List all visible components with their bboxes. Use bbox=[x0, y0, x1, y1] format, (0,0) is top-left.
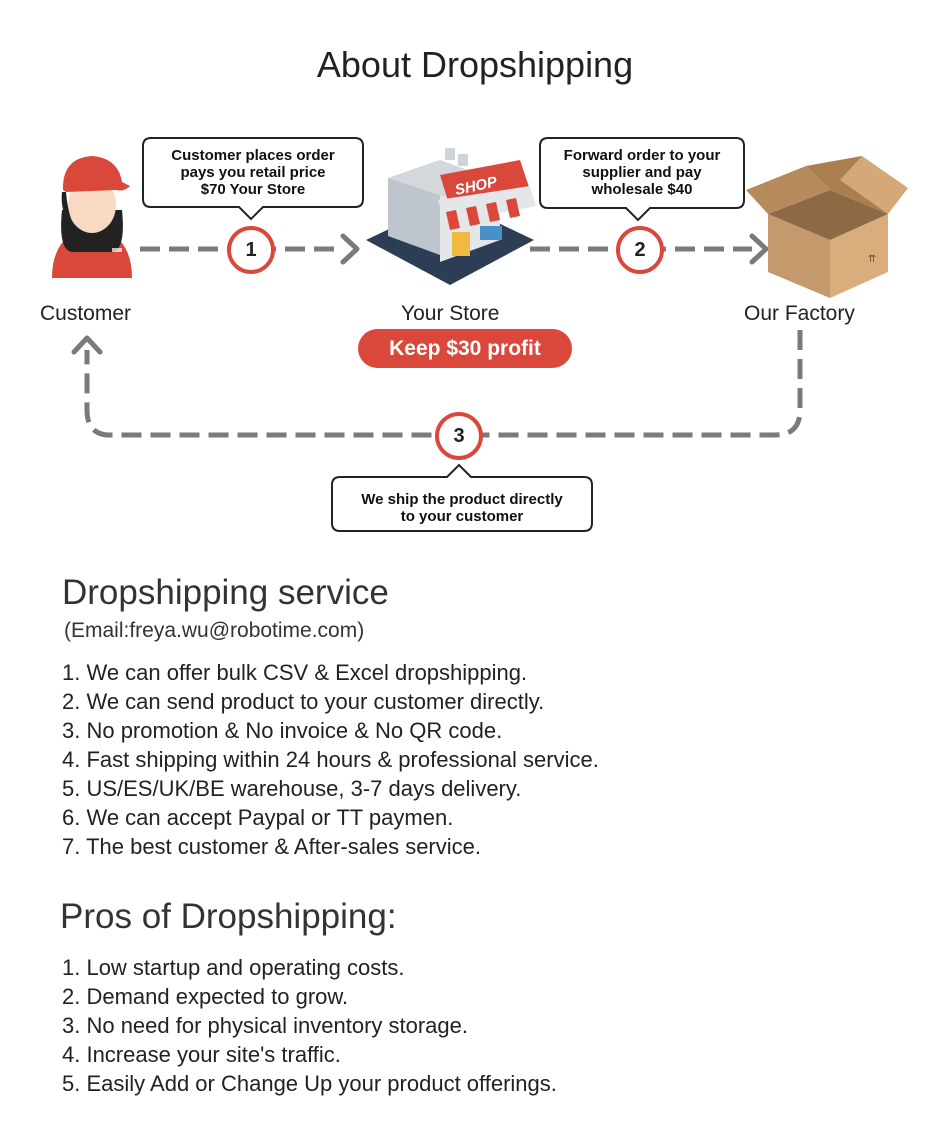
list-item: 1. Low startup and operating costs. bbox=[62, 955, 405, 980]
step-2-number: 2 bbox=[634, 239, 646, 261]
step-3-number: 3 bbox=[453, 425, 465, 447]
bubble-3 bbox=[331, 463, 593, 532]
factory-box-icon: ⇈ bbox=[746, 156, 908, 298]
profit-badge: Keep $30 profit bbox=[358, 329, 572, 368]
bubble-2 bbox=[539, 137, 745, 222]
list-item: 1. We can offer bulk CSV & Excel dropshi… bbox=[62, 660, 528, 685]
step-1-text: Customer places order pays you retail pr… bbox=[171, 147, 335, 198]
arrowhead-3 bbox=[71, 335, 103, 355]
page-title: About Dropshipping bbox=[316, 44, 634, 85]
factory-label: Our Factory bbox=[744, 302, 855, 325]
list-item: 4. Fast shipping within 24 hours & profe… bbox=[62, 747, 599, 772]
customer-icon bbox=[52, 156, 132, 278]
pros-heading: Pros of Dropshipping: bbox=[60, 897, 397, 936]
list-item: 2. Demand expected to grow. bbox=[62, 984, 349, 1009]
bubble-1 bbox=[142, 137, 364, 221]
step-1-marker bbox=[227, 226, 275, 274]
list-item: 6. We can accept Paypal or TT paymen. bbox=[62, 805, 454, 830]
list-item: 2. We can send product to your customer … bbox=[62, 689, 545, 714]
service-list: 1. We can offer bulk CSV & Excel dropshi… bbox=[62, 658, 599, 861]
customer-label: Customer bbox=[40, 302, 132, 325]
list-item: 5. US/ES/UK/BE warehouse, 3-7 days deliv… bbox=[62, 776, 522, 801]
svg-text:⇈: ⇈ bbox=[868, 254, 876, 265]
step-2-marker bbox=[616, 226, 664, 274]
service-email: (Email:freya.wu@robotime.com) bbox=[64, 619, 365, 642]
dropshipping-flow-diagram: SHOP ⇈ bbox=[52, 137, 908, 532]
store-label: Your Store bbox=[401, 302, 500, 325]
step-3-marker bbox=[435, 412, 483, 460]
step-2-text: Forward order to your supplier and pay w… bbox=[563, 147, 721, 198]
arrowhead-2 bbox=[749, 233, 769, 265]
pros-list: 1. Low startup and operating costs. 2. D… bbox=[62, 953, 557, 1098]
arrowhead-1 bbox=[340, 233, 360, 265]
step-3-text: We ship the product directly to your cus… bbox=[361, 491, 563, 525]
step-1-number: 1 bbox=[245, 239, 257, 261]
store-icon: SHOP bbox=[366, 148, 536, 285]
service-heading: Dropshipping service bbox=[62, 573, 389, 612]
list-item: 3. No promotion & No invoice & No QR cod… bbox=[62, 718, 503, 743]
list-item: 4. Increase your site's traffic. bbox=[62, 1042, 341, 1067]
list-item: 5. Easily Add or Change Up your product … bbox=[62, 1071, 557, 1096]
list-item: 7. The best customer & After-sales servi… bbox=[62, 834, 481, 859]
list-item: 3. No need for physical inventory storag… bbox=[62, 1013, 469, 1038]
